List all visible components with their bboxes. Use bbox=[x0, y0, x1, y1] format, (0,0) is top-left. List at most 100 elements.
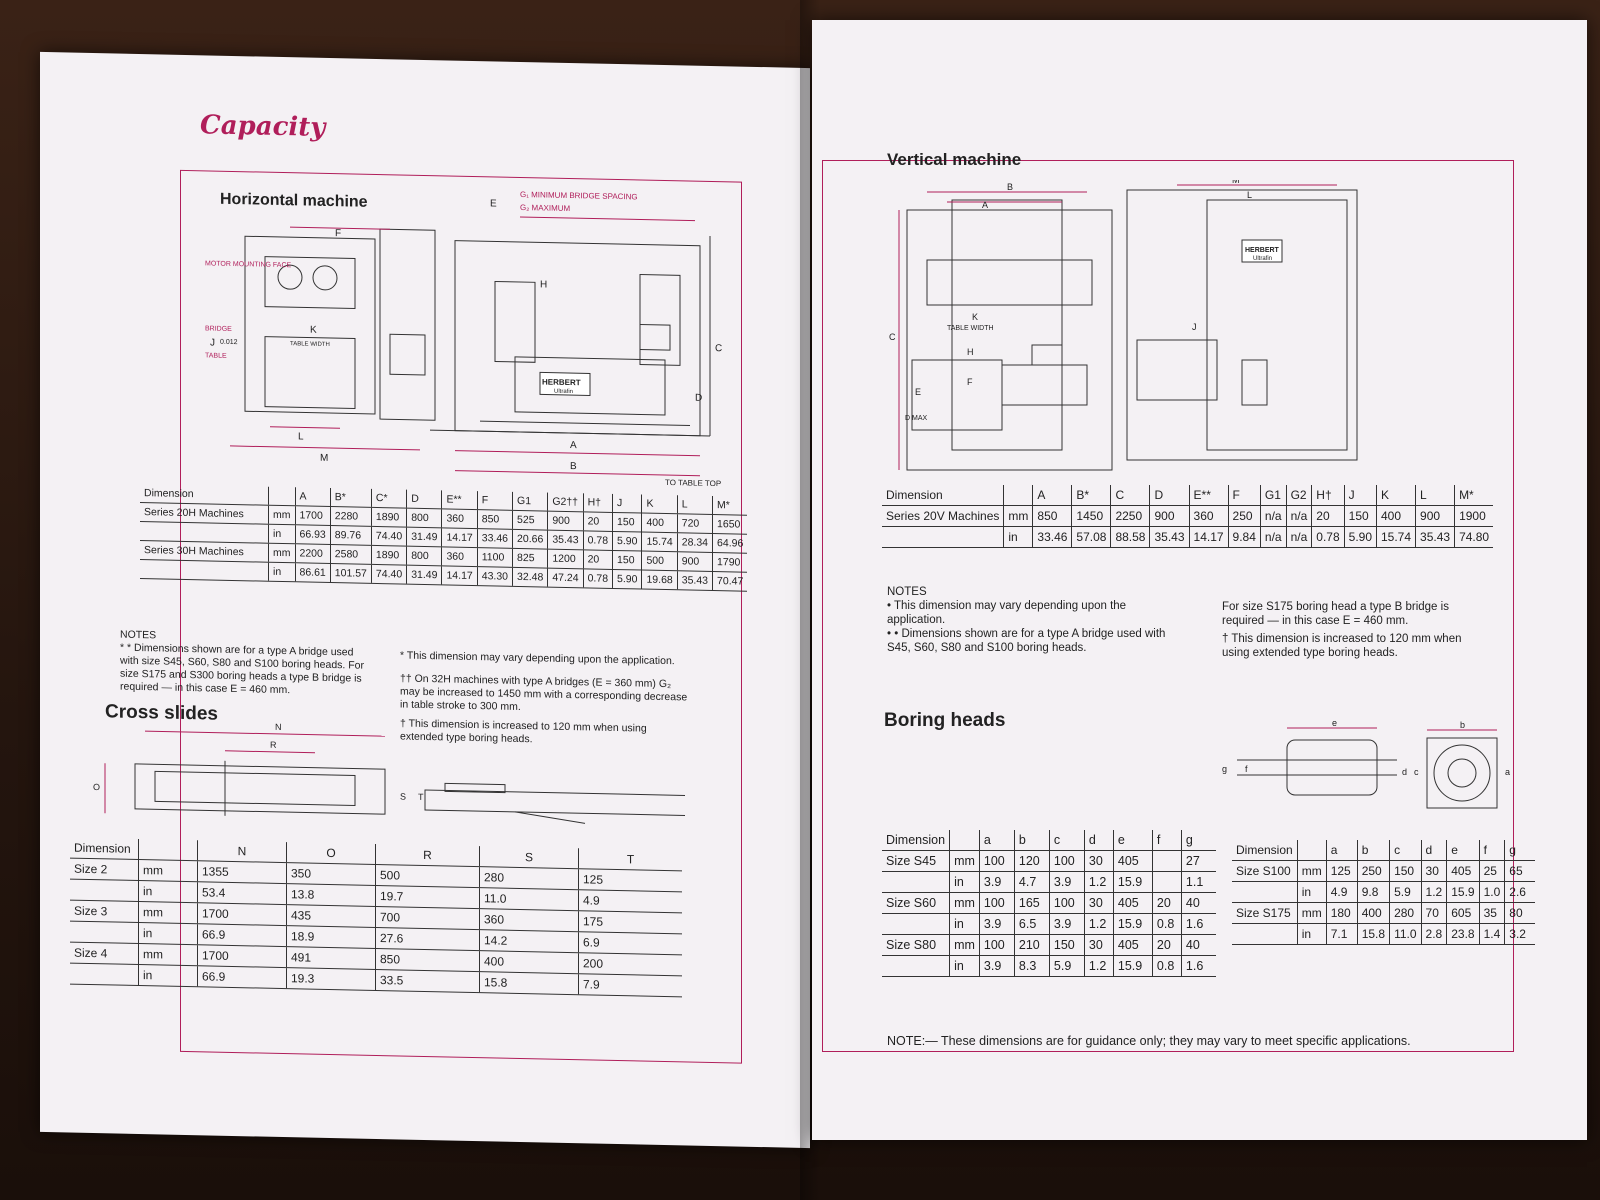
size-label bbox=[70, 921, 139, 944]
dim-c-label-b: c bbox=[1414, 767, 1419, 777]
value-cell: 47.24 bbox=[547, 568, 584, 588]
value-cell bbox=[1151, 871, 1182, 893]
table-row: in 33.46 57.08 88.58 35.43 14.17 9.84 n/… bbox=[882, 526, 1494, 548]
dim-d-label-b: d bbox=[1402, 767, 1407, 777]
value-cell: 30 bbox=[1083, 934, 1114, 956]
unit-cell: in bbox=[1296, 923, 1327, 945]
unit-cell: in bbox=[268, 562, 295, 582]
value-cell: 35.43 bbox=[547, 530, 584, 550]
value-cell: 405 bbox=[1112, 850, 1153, 872]
value-cell: 20 bbox=[1311, 505, 1345, 527]
value-cell: 20 bbox=[1151, 934, 1182, 956]
dim-t-label: T bbox=[418, 792, 424, 802]
value-cell: 2250 bbox=[1110, 505, 1150, 527]
unit-cell: mm bbox=[1003, 505, 1033, 527]
value-cell: 14.2 bbox=[479, 929, 579, 953]
unit-cell: mm bbox=[138, 901, 198, 924]
value-cell: 1.2 bbox=[1083, 913, 1114, 935]
unit-cell: in bbox=[949, 871, 980, 893]
value-cell: 25 bbox=[1478, 860, 1505, 882]
header-cell: G1 bbox=[512, 491, 548, 512]
unit-cell: mm bbox=[138, 859, 198, 882]
dim-f-label-v: F bbox=[967, 377, 973, 387]
value-cell: 2200 bbox=[295, 543, 331, 564]
vertical-machine-heading: Vertical machine bbox=[887, 150, 1022, 169]
size-label bbox=[70, 879, 139, 902]
g2-label: G₂ MAXIMUM bbox=[520, 203, 571, 213]
value-cell: 1900 bbox=[1454, 505, 1494, 527]
header-cell bbox=[1296, 840, 1327, 861]
header-cell: G2†† bbox=[547, 492, 584, 512]
value-cell: 9.8 bbox=[1356, 881, 1390, 903]
value-cell: 80 bbox=[1504, 902, 1536, 924]
value-cell: 27 bbox=[1180, 850, 1216, 872]
value-cell: 120 bbox=[1013, 850, 1050, 872]
table-row: Series 20V Machines mm 850 1450 2250 900… bbox=[882, 505, 1494, 527]
value-cell: 900 bbox=[1415, 505, 1455, 527]
dim-c-label-v: C bbox=[889, 332, 896, 342]
value-cell: 64.96 bbox=[712, 533, 748, 554]
value-cell: 125 bbox=[578, 868, 682, 892]
value-cell: 15.9 bbox=[1112, 913, 1153, 935]
dim-f-label-b: f bbox=[1245, 764, 1248, 774]
value-cell: 850 bbox=[477, 509, 513, 530]
herbert-logo-box bbox=[539, 371, 591, 396]
dim-b-label-v: B bbox=[1007, 182, 1013, 192]
header-cell: c bbox=[1048, 830, 1085, 851]
value-cell: 605 bbox=[1446, 902, 1480, 924]
value-cell: 1700 bbox=[197, 902, 287, 926]
size-label bbox=[1232, 881, 1298, 903]
value-cell: 405 bbox=[1112, 892, 1153, 914]
header-cell: B* bbox=[330, 488, 372, 508]
value-cell: 43.30 bbox=[477, 566, 513, 587]
dim-h-label: H bbox=[540, 279, 547, 290]
value-cell: 7.1 bbox=[1325, 923, 1358, 945]
dim-e-label-v: E bbox=[915, 387, 921, 397]
header-cell: T bbox=[578, 848, 682, 871]
value-cell: 850 bbox=[375, 948, 480, 972]
value-cell: 3.9 bbox=[978, 955, 1015, 977]
unit-cell: in bbox=[1003, 526, 1033, 548]
herbert-logo-text-right: HERBERT bbox=[1245, 247, 1280, 254]
header-cell bbox=[1003, 485, 1033, 506]
note-text: • This dimension may vary depending upon… bbox=[887, 600, 1127, 626]
value-cell: 1100 bbox=[477, 547, 513, 568]
value-cell: 40 bbox=[1180, 934, 1216, 956]
right-page-frame bbox=[822, 160, 1514, 1052]
value-cell: 250 bbox=[1356, 860, 1390, 882]
value-cell: 89.76 bbox=[330, 525, 372, 546]
size-label bbox=[1232, 923, 1298, 945]
value-cell: 1790 bbox=[712, 552, 748, 573]
header-cell: D bbox=[406, 489, 442, 509]
header-cell: N bbox=[197, 840, 287, 863]
value-cell: 900 bbox=[1149, 505, 1190, 527]
value-cell: 101.57 bbox=[330, 563, 372, 584]
value-cell: 3.9 bbox=[1048, 913, 1085, 935]
value-cell: 3.2 bbox=[1504, 923, 1536, 945]
unit-cell: mm bbox=[949, 850, 980, 872]
header-cell: Dimension bbox=[882, 830, 950, 851]
d-max-label: D MAX bbox=[905, 415, 928, 422]
horizontal-machine-table: Dimension A B* C* D E** F G1 G2†† H† J K… bbox=[140, 484, 748, 592]
header-cell: K bbox=[1375, 485, 1416, 506]
value-cell: 19.7 bbox=[375, 885, 480, 909]
note-text: † This dimension is increased to 120 mm … bbox=[1222, 633, 1462, 659]
value-cell: 4.7 bbox=[1013, 871, 1050, 893]
note-text: For size S175 boring head a type B bridg… bbox=[1222, 601, 1449, 627]
value-cell: 0.78 bbox=[583, 530, 613, 551]
value-cell: 3.9 bbox=[978, 913, 1015, 935]
value-cell: 0.8 bbox=[1151, 955, 1182, 977]
value-cell: 400 bbox=[641, 513, 678, 533]
dim-k-label: K bbox=[310, 325, 317, 336]
header-cell: J bbox=[1343, 485, 1377, 506]
value-cell: 2580 bbox=[330, 544, 372, 565]
unit-cell: in bbox=[138, 922, 198, 945]
value-cell: 15.9 bbox=[1112, 871, 1153, 893]
value-cell: 1200 bbox=[547, 549, 584, 569]
vertical-notes-left: NOTES • This dimension may vary dependin… bbox=[887, 585, 1187, 655]
header-cell: M* bbox=[712, 496, 748, 516]
